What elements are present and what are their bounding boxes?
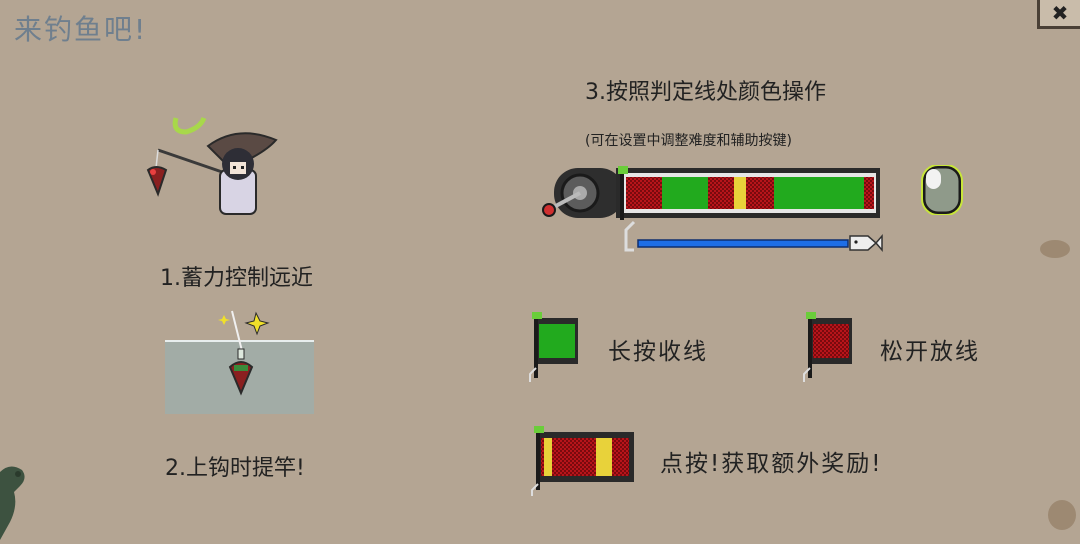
step3-label: 3.按照判定线处颜色操作	[585, 80, 826, 105]
hook-icon	[624, 220, 636, 252]
fish-icon	[849, 233, 883, 253]
page-title: 来钓鱼吧!	[14, 13, 148, 46]
paint-splat-decoration	[1048, 500, 1076, 530]
fisher-character-illustration	[138, 110, 288, 220]
step1-label: 1.蓄力控制远近	[160, 266, 313, 291]
red-zone-sample	[800, 312, 854, 384]
paint-splat-decoration	[1040, 240, 1070, 258]
legend-yellow-label: 点按!获取额外奖励!	[660, 451, 883, 477]
mouse-icon	[920, 164, 964, 216]
bush-decoration	[0, 462, 30, 540]
legend-red-label: 松开放线	[880, 339, 980, 365]
close-icon: ✖	[1051, 1, 1069, 25]
step3-note: (可在设置中调整难度和辅助按键)	[585, 133, 792, 149]
green-zone-sample	[526, 312, 580, 384]
yellow-zone-sample	[528, 426, 638, 496]
step2-label: 2.上钩时提竿!	[165, 456, 305, 481]
bobber-bite-illustration	[210, 305, 280, 397]
close-button[interactable]: ✖	[1037, 0, 1080, 29]
fishing-gauge	[538, 160, 888, 260]
legend-green-label: 长按收线	[608, 339, 708, 365]
fishing-reel-icon	[542, 168, 624, 218]
